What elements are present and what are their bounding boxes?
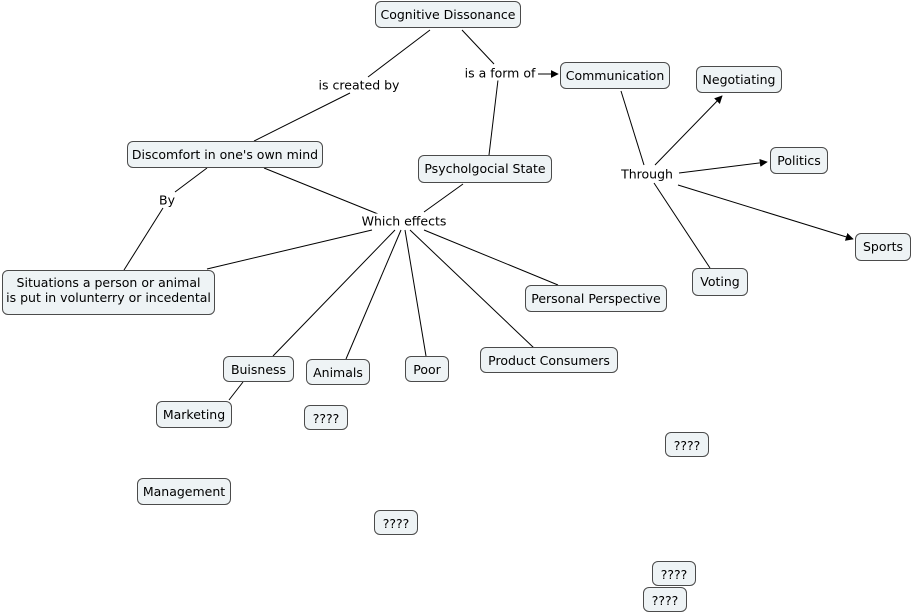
line-form-of-to-psych: [488, 79, 499, 156]
concept-psychological-state[interactable]: Psycholgocial State: [418, 155, 552, 183]
concept-unknown-3[interactable]: ????: [374, 510, 418, 535]
concept-animals[interactable]: Animals: [306, 359, 370, 385]
concept-personal-perspective[interactable]: Personal Perspective: [525, 285, 667, 312]
concept-sports[interactable]: Sports: [855, 233, 911, 261]
concept-unknown-5[interactable]: ????: [643, 587, 687, 612]
line-discomfort-to-by: [174, 167, 208, 193]
line-cd-to-form-of: [461, 29, 495, 65]
link-which-effects: Which effects: [359, 213, 449, 229]
line-created-by-to-discomfort: [253, 92, 351, 142]
line-through-to-politics: [678, 158, 768, 174]
link-is-a-form-of: is a form of: [462, 65, 538, 81]
line-effects-to-situations: [206, 229, 373, 270]
line-effects-to-poor: [404, 229, 427, 357]
link-by: By: [157, 192, 177, 208]
concept-discomfort[interactable]: Discomfort in one's own mind: [127, 141, 323, 168]
link-is-created-by: is created by: [316, 77, 402, 93]
line-effects-to-animals: [345, 229, 402, 360]
concept-situations-line2: is put in volunterry or incedental: [6, 290, 211, 305]
line-through-to-voting: [653, 182, 711, 269]
concept-communication[interactable]: Communication: [560, 62, 670, 89]
line-through-to-sports: [677, 184, 854, 241]
concept-poor[interactable]: Poor: [405, 356, 449, 382]
concept-product-consumers[interactable]: Product Consumers: [480, 347, 618, 373]
line-cd-to-created-by: [367, 29, 431, 78]
line-through-to-negotiating: [654, 95, 723, 166]
line-by-to-situations: [123, 207, 164, 271]
line-effects-to-personal: [423, 229, 559, 286]
concept-situations-line1: Situations a person or animal: [16, 275, 201, 290]
concept-unknown-2[interactable]: ????: [665, 432, 709, 457]
concept-situations[interactable]: Situations a person or animal is put in …: [2, 270, 215, 315]
line-psych-to-effects: [423, 183, 464, 213]
link-through: Through: [619, 166, 675, 182]
concept-buisness[interactable]: Buisness: [223, 356, 294, 382]
line-buisness-to-marketing: [228, 381, 244, 401]
concept-cognitive-dissonance[interactable]: Cognitive Dissonance: [375, 1, 521, 28]
concept-management[interactable]: Management: [137, 478, 231, 505]
line-effects-to-buisness: [272, 229, 396, 357]
line-effects-to-product: [409, 229, 535, 349]
concept-politics[interactable]: Politics: [770, 147, 828, 174]
line-communication-to-through: [620, 90, 645, 166]
line-discomfort-to-effects: [263, 167, 379, 215]
concept-negotiating[interactable]: Negotiating: [696, 66, 782, 93]
concept-marketing[interactable]: Marketing: [156, 401, 232, 428]
concept-voting[interactable]: Voting: [692, 268, 748, 296]
concept-unknown-4[interactable]: ????: [652, 561, 696, 586]
concept-unknown-1[interactable]: ????: [304, 405, 348, 430]
